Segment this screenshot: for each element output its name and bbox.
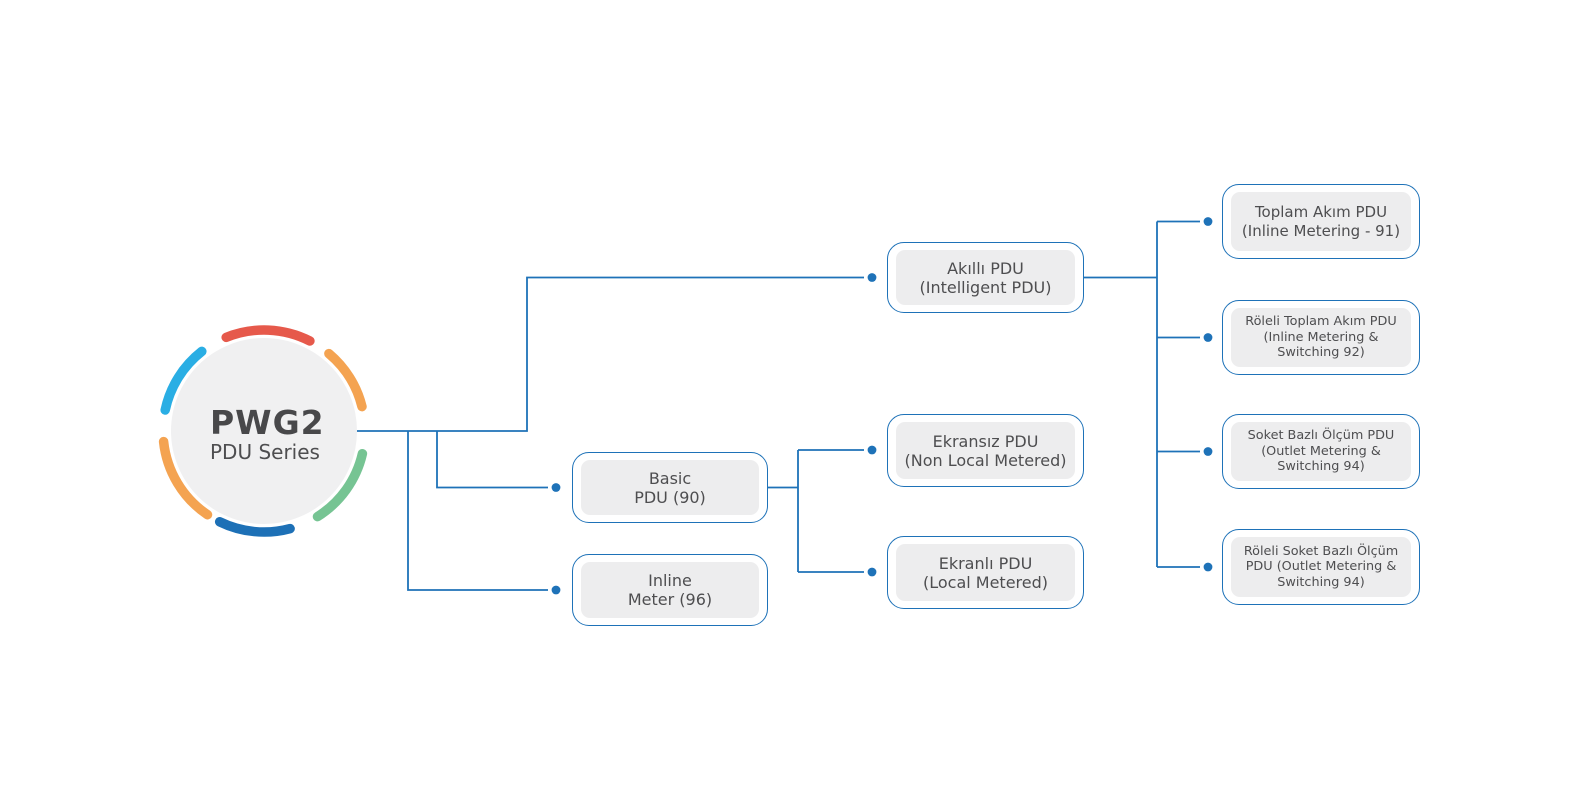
- connector-dot: [1203, 562, 1213, 572]
- connector-dot: [1203, 217, 1213, 226]
- node-label-line: Ekranlı PDU: [938, 553, 1033, 573]
- node-roleli-toplam-akim-pdu: Röleli Toplam Akım PDU (Inline Metering …: [1222, 300, 1420, 375]
- node-soket-bazli-olcum-pdu: Soket Bazlı Ölçüm PDU (Outlet Metering &…: [1222, 414, 1420, 489]
- root-title: PWG2: [210, 403, 325, 442]
- node-label-line: Switching 94): [1277, 459, 1365, 475]
- node-roleli-soket-bazli-olcum-pdu: Röleli Soket Bazlı Ölçüm PDU (Outlet Met…: [1222, 529, 1420, 605]
- connector-dot: [867, 445, 877, 455]
- node-label-line: (Outlet Metering &: [1261, 443, 1381, 459]
- node-label-line: Meter (96): [627, 590, 713, 609]
- node-label-line: Röleli Soket Bazlı Ölçüm: [1243, 543, 1399, 559]
- node-label-line: Inline: [648, 571, 692, 590]
- node-label-line: Akıllı PDU: [947, 258, 1024, 278]
- node-label: Soket Bazlı Ölçüm PDU (Outlet Metering &…: [1231, 422, 1411, 481]
- hub-arc-orange-top: [324, 348, 367, 412]
- hub-arc-green: [312, 448, 368, 522]
- node-label-line: PDU (Outlet Metering &: [1245, 559, 1397, 575]
- connector-root-inline-meter: [407, 431, 548, 591]
- connector-dot: [1203, 333, 1213, 342]
- connector-akilli-children: [1084, 220, 1200, 568]
- node-label: Röleli Soket Bazlı Ölçüm PDU (Outlet Met…: [1231, 537, 1411, 597]
- connector-dot: [867, 273, 877, 282]
- node-label-line: Switching 94): [1277, 574, 1365, 590]
- node-label: Ekranlı PDU (Local Metered): [896, 544, 1075, 601]
- node-label-line: PDU (90): [634, 487, 706, 507]
- node-label-line: Basic: [648, 468, 692, 488]
- hub-circle: [171, 338, 357, 524]
- node-basic-pdu: Basic PDU (90): [572, 452, 768, 523]
- node-label: Inline Meter (96): [581, 562, 759, 618]
- connector-dot: [551, 585, 561, 595]
- node-inline-meter: Inline Meter (96): [572, 554, 768, 626]
- node-label-line: Switching 92): [1277, 345, 1365, 361]
- node-label-line: (Local Metered): [922, 572, 1049, 592]
- node-toplam-akim-pdu: Toplam Akım PDU (Inline Metering - 91): [1222, 184, 1420, 259]
- connector-dot: [867, 567, 877, 577]
- node-label-line: Ekransız PDU: [932, 431, 1039, 451]
- connector-dot: [1203, 447, 1213, 456]
- node-label: Röleli Toplam Akım PDU (Inline Metering …: [1231, 308, 1411, 367]
- connector-root-basic: [436, 431, 548, 489]
- node-ekransiz-pdu: Ekransız PDU (Non Local Metered): [887, 414, 1084, 487]
- node-label-line: Röleli Toplam Akım PDU: [1245, 314, 1397, 330]
- node-label-line: Toplam Akım PDU: [1254, 202, 1388, 221]
- hub-arc-cyan: [160, 346, 207, 415]
- root-subtitle: PDU Series: [210, 440, 320, 464]
- node-label-line: (Inline Metering &: [1263, 329, 1379, 345]
- connector-root-akilli: [357, 276, 864, 432]
- node-label: Toplam Akım PDU (Inline Metering - 91): [1231, 192, 1411, 251]
- node-label-line: (Intelligent PDU): [919, 277, 1052, 297]
- node-label: Akıllı PDU (Intelligent PDU): [896, 250, 1075, 305]
- node-ekranli-pdu: Ekranlı PDU (Local Metered): [887, 536, 1084, 609]
- node-akilli-pdu: Akıllı PDU (Intelligent PDU): [887, 242, 1084, 313]
- hub-arc-orange-bottom: [158, 436, 213, 520]
- connector-dot: [551, 483, 561, 492]
- connector-basic-children: [768, 449, 864, 573]
- node-label-line: (Inline Metering - 91): [1241, 221, 1401, 240]
- root-node-pwg2: PWG2 PDU Series: [210, 406, 325, 463]
- node-label: Ekransız PDU (Non Local Metered): [896, 422, 1075, 479]
- node-label-line: (Non Local Metered): [904, 450, 1067, 470]
- hub-arc-red: [221, 325, 315, 346]
- node-label-line: Soket Bazlı Ölçüm PDU: [1247, 428, 1395, 444]
- node-label: Basic PDU (90): [581, 460, 759, 515]
- hub-arc-blue: [214, 517, 295, 537]
